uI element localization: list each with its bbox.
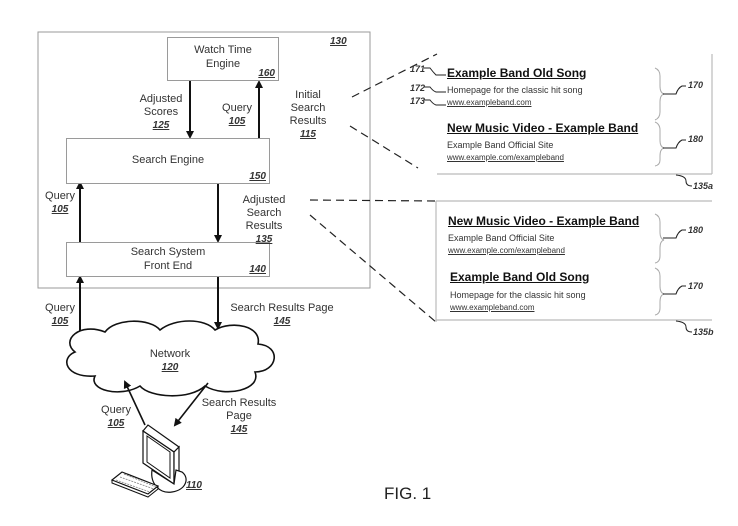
adjusted-scores-label: Adjusted Scores 125	[135, 93, 187, 132]
adjusted-scores-ref: 125	[152, 120, 170, 131]
initial-results-text: Initial Search Results	[289, 89, 327, 127]
watch-time-engine-box[interactable]: Watch Time Engine 160	[167, 37, 279, 81]
adjusted-scores-text: Adjusted Scores	[139, 93, 183, 118]
adjusted-results-text: Adjusted Search Results	[242, 194, 286, 232]
leader-135b	[675, 320, 693, 333]
leader-135a	[675, 174, 693, 187]
leader-170-b	[663, 285, 686, 295]
front-end-ref: 140	[249, 264, 266, 275]
results-page-to-network-text: Search Results Page	[230, 302, 334, 314]
initial-results-panel-frame	[437, 54, 713, 175]
leader-170-a	[663, 85, 686, 95]
ref-172: 172	[410, 83, 426, 93]
search-engine-box[interactable]: Search Engine 150	[66, 138, 270, 184]
adjusted-results-panel-ref: 135b	[693, 327, 714, 337]
query-to-watch-text: Query	[222, 102, 252, 114]
network-ref: 120	[161, 362, 179, 373]
adjusted-result-2-ref: 170	[688, 281, 704, 291]
system-ref: 130	[330, 36, 347, 47]
query-to-engine-label: Query 105	[40, 190, 80, 216]
query-to-watch-ref: 105	[228, 116, 246, 127]
network-text: Network	[149, 348, 191, 360]
adjusted-results-callout-top	[309, 199, 437, 202]
adjusted-results-label: Adjusted Search Results 135	[218, 194, 310, 246]
ref-173: 173	[410, 96, 426, 106]
results-page-to-client-ref: 145	[230, 424, 248, 435]
adjusted-results-ref: 135	[255, 234, 273, 245]
leader-180-b	[663, 229, 686, 239]
adjusted-result-2-description: Homepage for the classic hit song	[450, 290, 586, 300]
adjusted-result-2-url-link[interactable]: www.exampleband.com	[450, 303, 535, 312]
adjusted-result-1-description: Example Band Official Site	[448, 233, 555, 243]
query-to-frontend-text: Query	[45, 302, 75, 314]
brace-180-a	[654, 121, 665, 167]
adjusted-result-1-title-link[interactable]: New Music Video - Example Band	[448, 214, 640, 228]
leader-171	[424, 67, 446, 76]
leader-180-a	[663, 139, 686, 149]
initial-results-callout-bottom	[349, 125, 419, 169]
watch-time-engine-ref: 160	[258, 68, 275, 79]
leader-172	[424, 86, 446, 93]
query-from-client-ref: 105	[107, 418, 125, 429]
query-to-frontend-label: Query 105	[40, 302, 80, 328]
brace-170-a	[654, 67, 665, 121]
adjusted-result-1-ref: 180	[688, 225, 704, 235]
query-from-client-arrow	[123, 380, 146, 426]
figure-label: FIG. 1	[384, 484, 432, 503]
leader-173	[424, 99, 446, 106]
results-page-to-client-arrow	[173, 382, 209, 427]
initial-results-callout-top	[351, 53, 438, 98]
query-to-engine-ref: 105	[51, 204, 69, 215]
results-page-to-network-ref: 145	[273, 316, 291, 327]
initial-result-2-description: Example Band Official Site	[447, 140, 554, 150]
initial-results-ref: 115	[300, 129, 316, 140]
adjusted-result-1-url-link[interactable]: www.example.com/exampleband	[448, 246, 565, 255]
query-to-frontend-ref: 105	[51, 316, 69, 327]
search-system-boundary	[37, 31, 371, 289]
initial-result-1-title-link[interactable]: Example Band Old Song	[447, 66, 587, 80]
initial-result-1-description: Homepage for the classic hit song	[447, 85, 583, 95]
adjusted-result-2-title-link[interactable]: Example Band Old Song	[450, 270, 590, 284]
brace-170-b	[654, 267, 665, 316]
results-page-to-client-text: Search Results Page	[201, 397, 277, 422]
network-cloud	[66, 320, 275, 397]
initial-results-panel-ref: 135a	[693, 181, 714, 191]
ref-171: 171	[410, 64, 426, 74]
adjusted-results-panel-frame	[435, 200, 712, 322]
client-ref: 110	[186, 480, 202, 491]
results-page-to-client-label: Search Results Page 145	[195, 397, 283, 436]
initial-results-label: Initial Search Results 115	[263, 89, 353, 141]
search-engine-title: Search Engine	[131, 154, 205, 166]
watch-time-engine-title: Watch Time Engine	[194, 44, 252, 70]
client-computer-icon	[110, 424, 187, 498]
front-end-title: Search System Front End	[130, 246, 206, 272]
results-page-to-network-label: Search Results Page 145	[222, 302, 342, 328]
query-to-engine-text: Query	[45, 190, 75, 202]
initial-result-2-ref: 180	[688, 134, 704, 144]
query-to-watch-label: Query 105	[217, 102, 257, 128]
adjusted-results-callout-bottom	[309, 214, 437, 323]
initial-result-1-url-link[interactable]: www.exampleband.com	[447, 98, 532, 107]
front-end-box[interactable]: Search System Front End 140	[66, 242, 270, 277]
query-from-client-text: Query	[101, 404, 131, 416]
initial-result-2-url-link[interactable]: www.example.com/exampleband	[447, 153, 564, 162]
initial-result-2-title-link[interactable]: New Music Video - Example Band	[447, 121, 639, 135]
query-from-client-label: Query 105	[96, 404, 136, 430]
initial-result-1-ref: 170	[688, 80, 704, 90]
search-engine-ref: 150	[249, 171, 266, 182]
brace-180-b	[654, 213, 665, 264]
network-label: Network 120	[135, 348, 205, 374]
